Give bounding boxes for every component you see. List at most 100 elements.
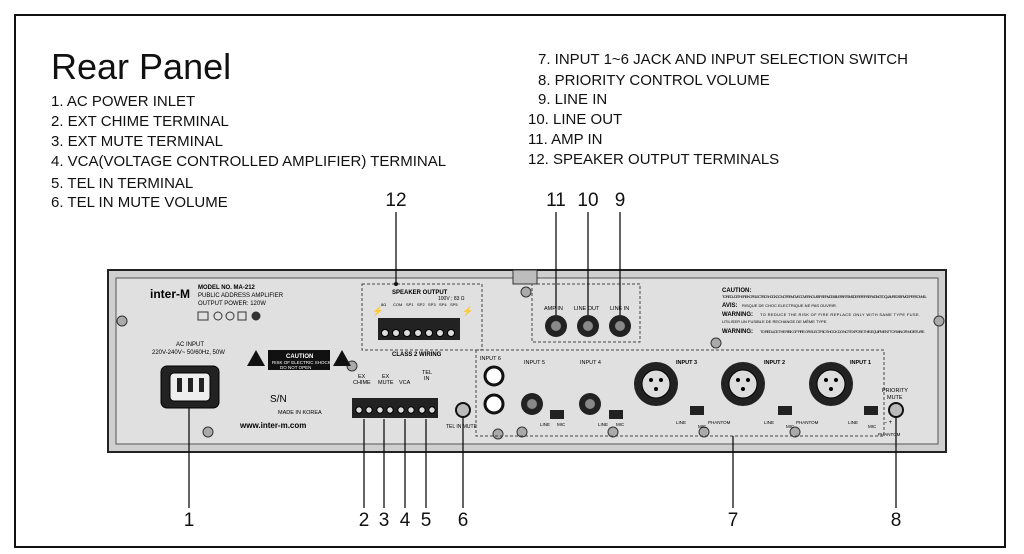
terminal-screw [386,406,394,414]
ce-mark-icon [197,311,209,321]
input2-label: INPUT 2 [764,360,785,366]
line-mic-switch [550,410,564,419]
control-terminal-block [352,398,438,418]
model-label: MODEL NO. MA-212 [198,285,256,291]
warning1-title: WARNING: [722,312,753,318]
control-terminals [355,406,436,414]
sp-label: SP1 [406,302,414,307]
legend-item-4: 4. VCA(VOLTAGE CONTROLLED AMPLIFIER) TER… [51,153,447,170]
cert-mark-icon [225,311,235,321]
terminal-screw [397,406,405,414]
page-title: Rear Panel [51,46,232,87]
terminal-screw [365,406,373,414]
serial-label: S/N [270,394,287,405]
sp-label: SP2 [417,302,425,307]
website-label: www.inter-m.com [239,421,306,430]
xlr-socket [728,369,758,399]
speaker-spec-label: 100V ; 83 Ω [438,296,465,302]
tel-in-mute-knob [455,402,471,418]
sp-label: SP3 [428,302,436,307]
line-in-jack-hole [615,321,625,331]
phantom-label: PHANTOM [878,432,901,437]
line-label: LINE [540,422,550,427]
terminal-screw [418,406,426,414]
callout-numbers: 1 2 3 4 5 6 7 8 9 10 11 12 [184,190,902,531]
line-mic-switch [609,410,623,419]
input6-label: INPUT 6 [480,356,501,362]
priority-label-2: MUTE [887,395,903,401]
ac-pin [199,378,204,392]
caution-text-block: CAUTION: TO REDUCE THE RISK OF ELECTRIC … [722,288,928,335]
power-label: OUTPUT POWER: 120W [198,301,266,307]
certification-marks [197,311,261,321]
input5-label: INPUT 5 [524,360,545,366]
ex-chime-label-1: EX [358,374,366,380]
avis-text: RISQUE DE CHOC ELECTRIQUE NE PAS OUVRIR. [742,303,837,308]
screw-icon [520,286,532,298]
product-label: PUBLIC ADDRESS AMPLIFIER [198,293,284,299]
tel-in-mute-label: TEL IN MUTE [446,424,478,430]
terminal-screw [407,406,415,414]
tel-in-label-2: IN [424,376,430,382]
legend-item-10: 10. LINE OUT [528,111,623,128]
screw-icon [710,337,722,349]
sp-label: SP5 [450,302,458,307]
warning-triangle-icon [333,350,351,366]
xlr-pin [834,378,838,382]
terminal-screw [381,329,389,337]
screw-icon [492,428,504,440]
xlr-pin [736,378,740,382]
input3-label: INPUT 3 [676,360,697,366]
legend-item-7: 7. INPUT 1~6 JACK AND INPUT SELECTION SW… [538,51,908,68]
cert-mark-icon [251,311,261,321]
legend-item-2: 2. EXT CHIME TERMINAL [51,113,229,130]
priority-label-1: PRIORITY [882,388,908,394]
line-io-box [531,283,641,343]
sp-label: COM [393,302,402,307]
line-mic-switch [778,406,792,415]
callout-6: 6 [458,510,469,531]
terminal-screw [425,329,433,337]
caution-title: CAUTION: [722,288,751,294]
line-out-jack-hole [583,321,593,331]
tel-in-label-1: TEL [422,370,432,376]
speaker-output-box [361,283,483,351]
screw-icon [116,315,128,327]
legend-item-3: 3. EXT MUTE TERMINAL [51,133,223,150]
screw-icon [698,426,710,438]
xlr-pin [746,378,750,382]
callout-3: 3 [379,510,390,531]
terminal-screw [376,406,384,414]
warning2-text: TO REDUCE THE RISK OF FIRE OR ELECTRIC S… [760,329,925,334]
input6-rca-jack [483,365,505,387]
made-in-label: MADE IN KOREA [278,410,322,416]
xlr-pin [824,378,828,382]
callout-12: 12 [385,190,406,211]
legend-item-11: 11. AMP IN [528,131,603,148]
caution-sub1: RISK OF ELECTRIC SHOCK [272,360,331,365]
lightning-icon: ⚡ [462,305,473,317]
caution-label-box [268,350,330,370]
legend-item-9: 9. LINE IN [538,91,608,108]
line-mic-switch [864,406,878,415]
callout-10: 10 [577,190,598,211]
line-label: LINE [598,422,608,427]
lightning-icon: ⚡ [372,305,383,317]
caution-text: TO REDUCE THE RISK OF ELECTRIC SHOCK. DO… [722,294,928,299]
ex-chime-label-2: CHIME [353,380,371,386]
ac-pin [177,378,182,392]
selection-switches: LINE MIC LINE MIC LINE MIC PHANTOM LINE … [540,406,901,437]
screw-icon [933,315,945,327]
screw-icons [116,286,945,440]
legend-item-5: 5. TEL IN TERMINAL [51,175,194,192]
callout-8: 8 [891,510,902,531]
line-out-label: LINE OUT [574,306,600,312]
input5-jack-hole [527,399,537,409]
legend-item-12: 12. SPEAKER OUTPUT TERMINALS [528,151,780,168]
amp-in-jack-hole [551,321,561,331]
brand-logo: inter-M [150,287,190,301]
caution-sub2: DO NOT OPEN [280,365,311,370]
callout-9: 9 [615,190,626,211]
input4-label: INPUT 4 [580,360,601,366]
callout-1: 1 [184,510,195,531]
